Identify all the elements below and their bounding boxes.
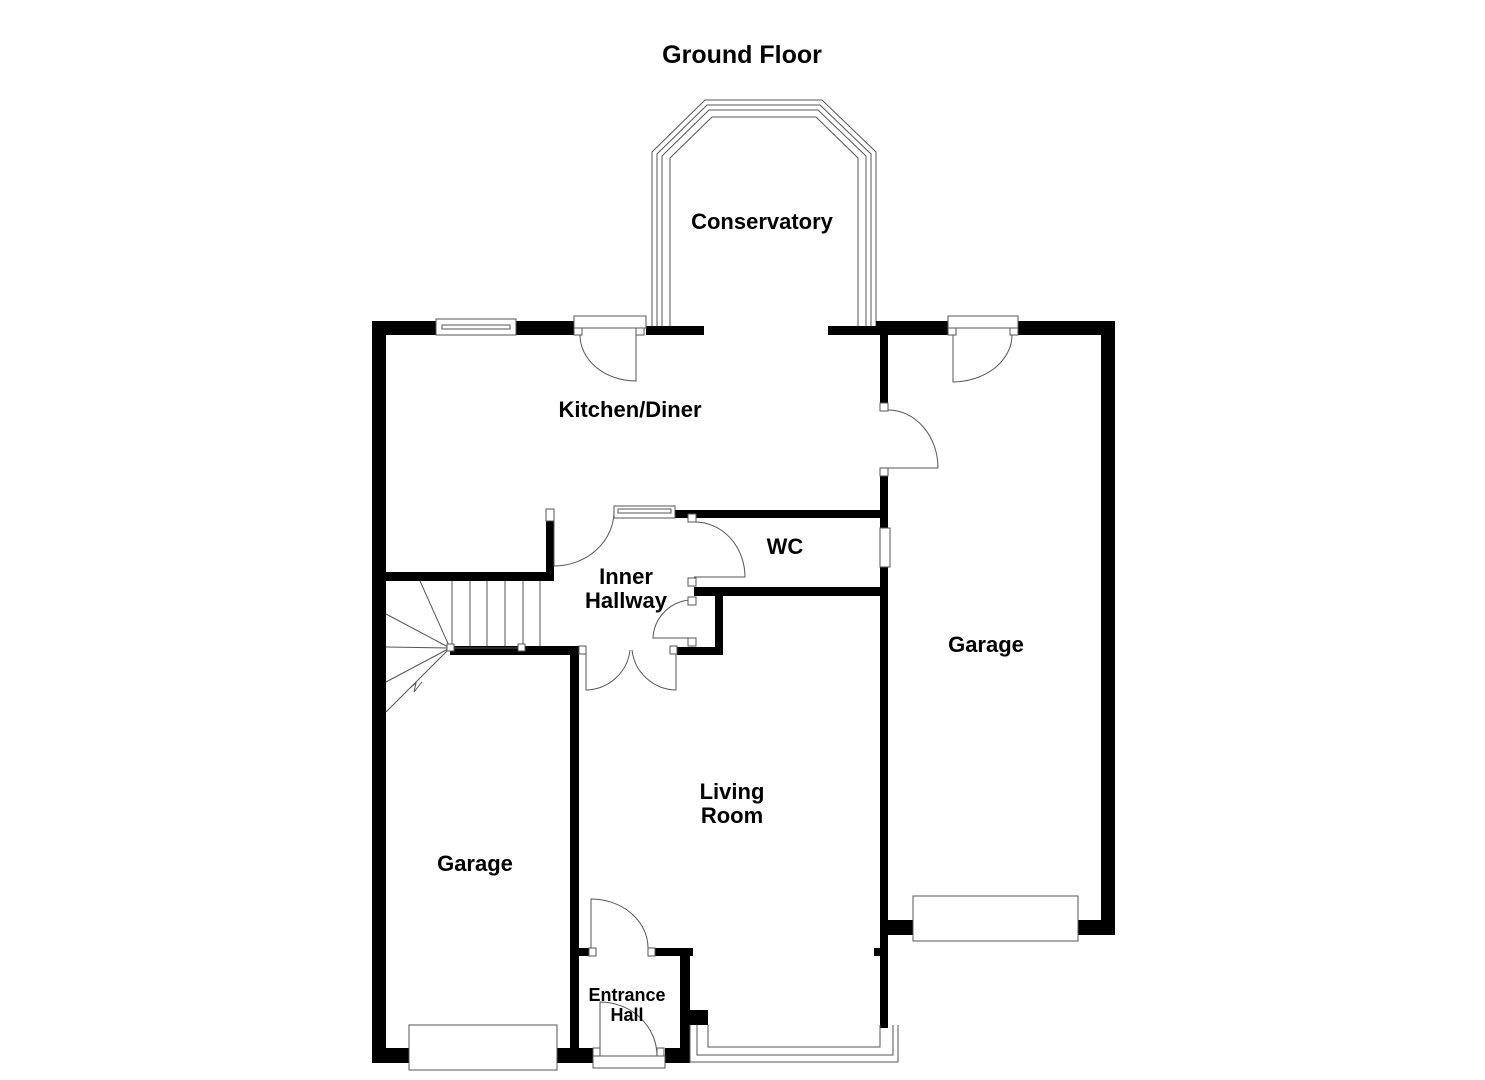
entrance-hall-line-1: Entrance (588, 985, 666, 1005)
room-label-garage-right: Garage (948, 632, 1024, 657)
room-label-living-room: Living Room (700, 780, 765, 828)
inner-hallway-line-2: Hallway (585, 588, 667, 613)
inner-hallway-line-1: Inner (599, 564, 653, 589)
staircase (385, 580, 541, 713)
room-label-kitchen-diner: Kitchen/Diner (558, 397, 702, 422)
room-label-entrance-hall: Entrance Hall (588, 985, 665, 1025)
entrance-hall-line-2: Hall (610, 1005, 644, 1025)
room-label-wc: WC (766, 534, 804, 559)
windows (408, 315, 1079, 1071)
walls (372, 321, 1115, 1063)
room-label-conservatory: Conservatory (691, 209, 833, 234)
living-room-line-2: Room (700, 803, 764, 828)
conservatory-glazing (651, 99, 877, 328)
room-label-inner-hallway: Inner Hallway (585, 565, 667, 613)
room-label-garage-left: Garage (437, 851, 513, 876)
living-room-line-1: Living (699, 779, 765, 804)
floor-title: Ground Floor (662, 41, 822, 69)
door-swings (553, 327, 1019, 1057)
